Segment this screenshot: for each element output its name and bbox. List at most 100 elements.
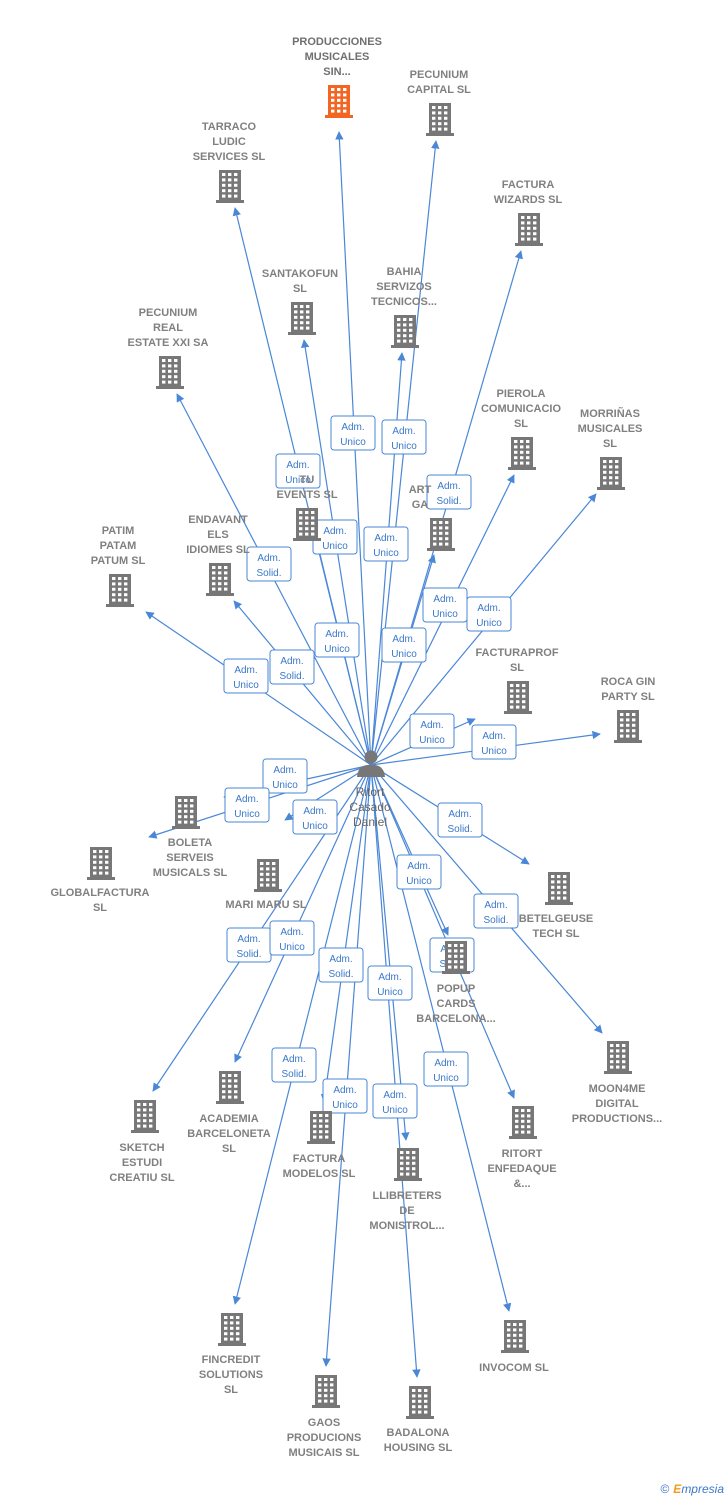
building-icon (216, 170, 244, 203)
company-label: SL (510, 662, 524, 674)
copyright-symbol: © (660, 1482, 670, 1496)
role-box-santakofun[interactable]: Adm.Unico (312, 519, 358, 555)
company-label: POPUP (437, 983, 476, 995)
role-box-factura-wizards[interactable]: Adm.Solid. (426, 474, 472, 510)
role-box-pecunium-capital[interactable]: Adm. Unico (381, 419, 427, 455)
company-label: SIN... (323, 66, 351, 78)
role-box-factura-modelos[interactable]: Adm.Solid. (318, 947, 364, 983)
role-text: Unico (419, 735, 445, 746)
company-label: SL (514, 418, 528, 430)
role-text: Unico (391, 441, 417, 452)
role-box-facturaprof[interactable]: Adm.Unico (409, 713, 455, 749)
role-box-tarraco-ludic[interactable]: Adm.Unico (275, 453, 321, 489)
role-text: Adm. (325, 629, 348, 640)
company-label: INVOCOM SL (479, 1362, 549, 1374)
building-icon (614, 710, 642, 743)
company-label: ESTATE XXI SA (128, 337, 209, 349)
role-box-badalona-housing[interactable]: Adm.Unico (372, 1083, 418, 1119)
company-label: BARCELONETA (187, 1128, 271, 1140)
building-icon (426, 103, 454, 136)
building-icon (501, 1320, 529, 1353)
role-box-fincredit[interactable]: Adm.Solid. (271, 1047, 317, 1083)
role-box-pierola[interactable]: Adm.Unico (422, 587, 468, 623)
role-box-pecunium-real-estate[interactable]: Adm.Solid. (246, 546, 292, 582)
brand-name: mpresia (681, 1482, 724, 1496)
role-box-invocom[interactable]: Adm.Unico (423, 1051, 469, 1087)
company-label: BOLETA (168, 837, 212, 849)
role-box-sketch-estudi[interactable]: Adm.Solid. (226, 927, 272, 963)
role-box-popup-cards[interactable]: Adm.Unico (396, 854, 442, 890)
role-box-llibreters[interactable]: Adm.Unico (367, 965, 413, 1001)
company-label: MARI MARU SL (225, 899, 307, 911)
role-box-roca-gin[interactable]: Adm.Unico (471, 724, 517, 760)
role-text: Adm. (433, 594, 456, 605)
role-box-producciones-musicales[interactable]: Adm.Unico (330, 415, 376, 451)
company-label: RITORT (502, 1148, 543, 1160)
company-node-moon4me[interactable]: MOON4MEDIGITALPRODUCTIONS... (572, 1040, 662, 1125)
company-label: MORRIÑAS (580, 407, 640, 420)
building-icon (509, 1106, 537, 1139)
building-icon (508, 437, 536, 470)
role-box-art-ga[interactable]: Adm.Unico (381, 627, 427, 663)
role-box-boleta-serveis[interactable]: Adm.Unico (262, 758, 308, 794)
building-icon (106, 574, 134, 607)
company-label: BARCELONA... (416, 1013, 495, 1025)
company-label: FINCREDIT (202, 1354, 261, 1366)
role-text: Solid. (236, 949, 261, 960)
role-text: Solid. (328, 969, 353, 980)
company-node-popup-cards[interactable]: POPUPCARDSBARCELONA... (416, 940, 496, 1025)
role-box-bahia-servizos[interactable]: Adm.Unico (363, 526, 409, 562)
role-text: Adm. (378, 972, 401, 983)
role-text: Adm. (392, 426, 415, 437)
company-label: ENDAVANT (188, 514, 248, 526)
company-label: SANTAKOFUN (262, 268, 338, 280)
role-box-patim-patam[interactable]: Adm.Unico (223, 658, 269, 694)
role-text: Unico (285, 475, 311, 486)
role-box-academia-barceloneta[interactable]: Adm.Unico (269, 920, 315, 956)
company-node-invocom[interactable]: INVOCOM SL (479, 1319, 549, 1374)
company-node-llibreters[interactable]: LLIBRETERSDEMONISTROL... (369, 1147, 445, 1232)
role-text: Unico (302, 821, 328, 832)
relation-edge-ritort-enfedaque (370, 764, 515, 1099)
role-text: Adm. (482, 731, 505, 742)
role-box-mari-maru[interactable]: Adm.Unico (292, 799, 338, 835)
role-box-morrinas[interactable]: Adm.Unico (466, 596, 512, 632)
company-node-ritort-enfedaque[interactable]: RITORTENFEDAQUE&... (487, 1105, 557, 1190)
relation-edge-badalona-housing (370, 764, 421, 1378)
company-node-mari-maru[interactable]: MARI MARU SL (225, 858, 307, 911)
company-node-bahia-servizos[interactable]: BAHIASERVIZOSTECNICOS... (371, 266, 437, 348)
role-box-globalfactura[interactable]: Adm.Unico (224, 787, 270, 823)
role-box-moon4me[interactable]: Adm.Solid. (473, 893, 519, 929)
role-box-endavant[interactable]: Adm.Solid. (269, 649, 315, 685)
company-label: ACADEMIA (199, 1113, 258, 1125)
company-node-producciones-musicales[interactable]: PRODUCCIONESMUSICALESSIN... (292, 36, 382, 118)
role-box-gaos-producions[interactable]: Adm.Unico (322, 1078, 368, 1114)
role-box-tu-events[interactable]: Adm.Unico (314, 622, 360, 658)
role-box-betelgeuse[interactable]: Adm.Solid. (437, 802, 483, 838)
